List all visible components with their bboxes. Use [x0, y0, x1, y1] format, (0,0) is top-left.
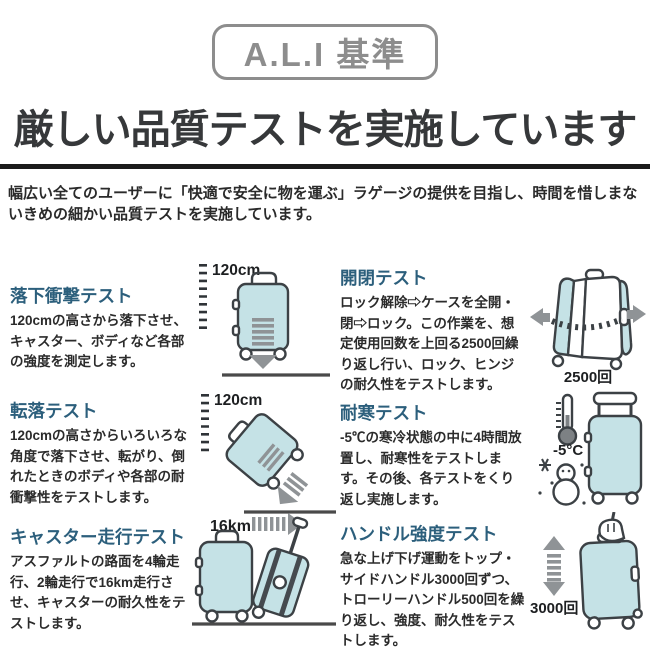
tilted-suitcase-icon	[251, 516, 310, 619]
caster-test-illustration: 16km	[192, 513, 336, 626]
brand-badge: A.L.I 基準	[212, 24, 438, 80]
test-title: キャスター走行テスト	[10, 527, 185, 547]
test-title: 耐寒テスト	[340, 403, 428, 423]
test-section-handle: ハンドル強度テスト 急な上げ下げ運動をトップ・サイドハンドル3000回ずつ、トロ…	[340, 512, 650, 648]
cold-test-illustration: -5°C	[538, 391, 643, 506]
hand-icon	[596, 512, 626, 544]
test-description: アスファルトの路面を4輪走行、2輪走行で16km走行させ、キャスターの耐久性をテ…	[10, 554, 186, 631]
suitcase-icon	[583, 391, 643, 505]
test-section-caster: キャスター走行テスト アスファルトの路面を4輪走行、2輪走行で16km走行させ、…	[10, 513, 336, 644]
title-underline	[0, 164, 650, 169]
swing-arc-icon	[550, 316, 624, 331]
handle-test-illustration: 3000回	[530, 512, 643, 630]
test-title: ハンドル強度テスト	[340, 524, 498, 544]
test-description: 急な上げ下げ運動をトップ・サイドハンドル3000回ずつ、トローリーハンドル500…	[340, 551, 525, 649]
test-section-cold: 耐寒テスト -5℃の寒冷状態の中に4時間放置し、耐寒性をテストします。その後、各…	[340, 391, 650, 510]
up-down-arrow-icon	[543, 536, 565, 596]
page-title: 厳しい品質テストを実施しています	[13, 108, 638, 152]
test-section-drop-impact: 落下衝撃テスト 120cmの高さから落下させ、キャスター、ボディなど各部の強度を…	[10, 262, 330, 393]
suitcase-icon	[231, 271, 290, 361]
fall-test-illustration: 120cm	[201, 392, 336, 514]
test-description: -5℃の寒冷状態の中に4時間放置し、耐寒性をテストします。その後、各テストをくり…	[340, 430, 522, 507]
test-description: 120cmの高さからいろいろな角度で落下させ、転がり、倒れたときのボディや各部の…	[10, 428, 188, 505]
test-description: ロック解除⇨ケースを全開・閉⇨ロック。この作業を、想定使用回数を上回る2500回…	[340, 295, 519, 393]
test-title: 転落テスト	[10, 401, 98, 421]
drop-height-label: 120cm	[214, 392, 262, 409]
open-close-test-illustration: 2500回	[530, 268, 646, 386]
snowman-icon	[538, 458, 586, 506]
brand-badge-label: A.L.I 基準	[243, 36, 407, 73]
upright-suitcase-icon	[194, 529, 254, 623]
temperature-label: -5°C	[553, 442, 583, 459]
left-arrow-icon	[530, 308, 550, 326]
drop-test-illustration: 120cm	[199, 262, 330, 377]
open-suitcase-icon	[551, 268, 633, 371]
test-title: 開閉テスト	[340, 268, 428, 288]
down-arrow-icon	[249, 318, 277, 369]
test-section-open-close: 開閉テスト ロック解除⇨ケースを全開・閉⇨ロック。この作業を、想定使用回数を上回…	[340, 265, 650, 392]
tilted-suitcase-icon	[225, 413, 304, 490]
test-description: 120cmの高さから落下させ、キャスター、ボディなど各部の強度を測定します。	[10, 313, 188, 370]
thermometer-icon	[556, 393, 578, 446]
suitcase-icon	[579, 539, 643, 630]
test-title: 落下衝撃テスト	[10, 286, 133, 306]
cycle-count-label: 2500回	[564, 369, 612, 386]
drop-height-label: 120cm	[212, 262, 260, 279]
right-arrow-icon	[627, 305, 646, 323]
snowflake-icon	[539, 458, 551, 472]
test-section-fall: 転落テスト 120cmの高さからいろいろな角度で落下させ、転がり、倒れたときのボ…	[10, 392, 336, 514]
cycle-count-label: 3000回	[530, 600, 578, 617]
fall-arrow-icon	[277, 472, 309, 505]
intro-text: 幅広い全てのユーザーに「快適で安全に物を運ぶ」ラゲージの提供を目指し、時間を惜し…	[8, 185, 638, 224]
